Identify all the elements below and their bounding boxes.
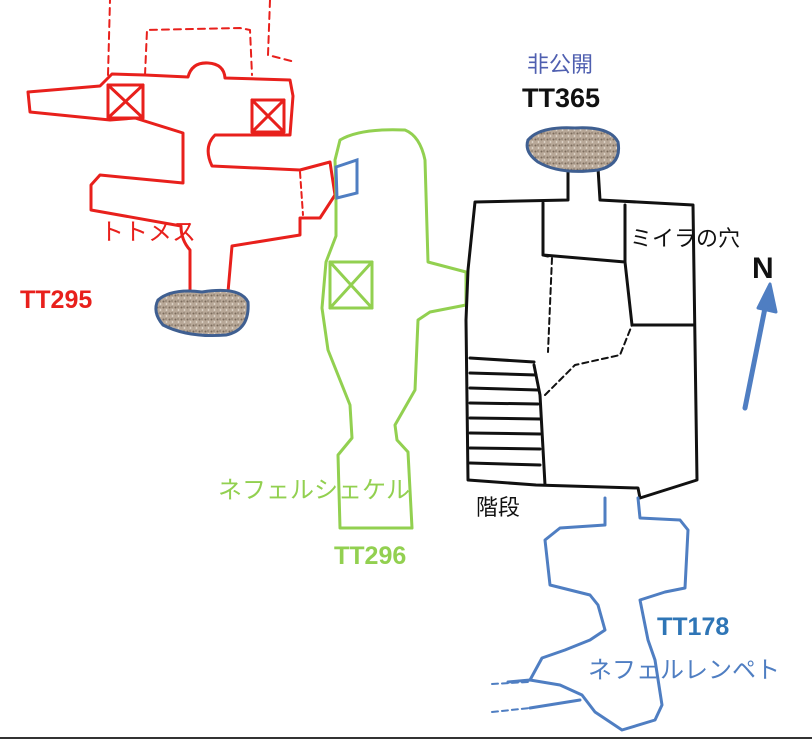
tt178-name-label: ネフェルレンペト <box>588 656 780 684</box>
tt365-inner-walls <box>541 201 695 327</box>
connector-box <box>334 157 359 200</box>
north-arrow-head <box>756 282 778 314</box>
north-label: N <box>752 252 774 285</box>
tt365-code-label: TT365 <box>522 83 600 113</box>
tt365-status-label: 非公開 <box>527 53 593 78</box>
stone-block-tt365 <box>525 126 621 173</box>
tt295-shaft-left <box>106 83 145 120</box>
tt365-tomb-outline <box>464 166 699 500</box>
tt178-main-body <box>506 496 690 732</box>
stairs-label: 階段 <box>476 496 520 521</box>
tt178-dashed-corridors <box>491 681 531 713</box>
mummy-pit-label: ミイラの穴 <box>630 227 740 252</box>
tt296-name-label: ネフェルシェケル <box>218 476 410 504</box>
tt296-shaft <box>328 260 374 310</box>
stairs-treads <box>468 356 542 467</box>
tt295-tomb-outline <box>26 0 337 294</box>
tt178-code-label: TT178 <box>657 613 729 641</box>
tt365-dashed-walls <box>544 257 633 396</box>
stone-block-tt295 <box>154 288 250 338</box>
tt295-dashed-upper <box>107 0 296 76</box>
tt295-dashed-inner <box>299 171 304 216</box>
tt296-code-label: TT296 <box>334 542 406 570</box>
tt295-code-label: TT295 <box>20 286 92 314</box>
tt365-stair-wall <box>532 363 547 487</box>
north-arrow <box>742 282 778 411</box>
tt178-tomb-outline <box>491 496 690 732</box>
tt295-name-label: トトメス <box>100 218 196 246</box>
tt295-main-body <box>26 61 337 294</box>
tt296-main-body <box>320 128 468 530</box>
tt295-shaft-right <box>250 98 286 134</box>
tt365-main-body <box>464 166 699 500</box>
tt296-tomb-outline <box>320 128 468 530</box>
